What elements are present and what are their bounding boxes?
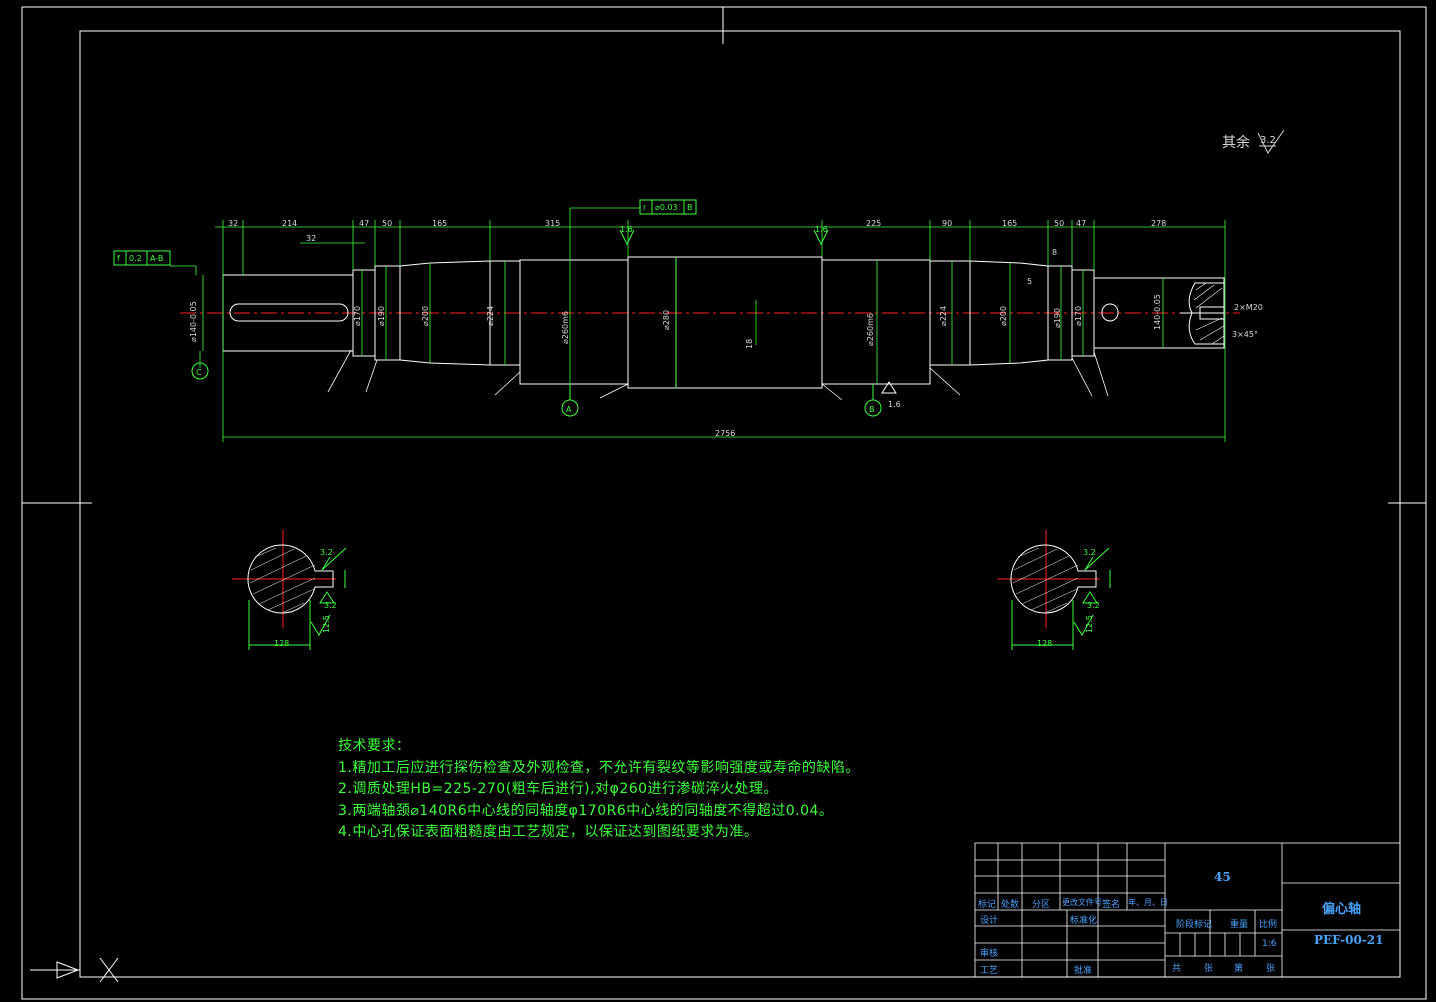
tol1-value: 0.2	[129, 254, 142, 263]
datum-markers	[191, 362, 882, 417]
dia-200-right: ⌀200	[999, 306, 1008, 326]
header-signature: 签名	[1102, 900, 1121, 910]
dia-224-left: ⌀224	[486, 306, 495, 326]
datum-b: B	[869, 405, 875, 414]
dim-165r: 165	[1002, 219, 1017, 228]
scale-value: 1:6	[1262, 939, 1277, 949]
roughness-note-value: 3.2	[1260, 135, 1276, 146]
row-design: 设计	[980, 916, 999, 926]
dim-47: 47	[359, 219, 369, 228]
drawing-frame	[79, 30, 1401, 978]
dia-200-left: ⌀200	[421, 306, 430, 326]
dia-260-left: ⌀260m6	[561, 311, 570, 344]
dim-90: 90	[942, 219, 952, 228]
section-right-r2: 3.2	[1087, 601, 1100, 610]
datum-c: C	[196, 368, 202, 377]
dia-170-right: ⌀170	[1074, 306, 1083, 326]
row-review: 审核	[980, 949, 999, 959]
section-view-left	[232, 530, 347, 650]
dim-50r: 50	[1054, 219, 1064, 228]
dim-278: 278	[1151, 219, 1166, 228]
part-name: 偏心轴	[1322, 902, 1362, 917]
dim-47r: 47	[1076, 219, 1086, 228]
dim-32: 32	[228, 219, 238, 228]
sheet-border	[21, 6, 1427, 1000]
tech-req-item-3: 3.两端轴颈⌀140R6中心线的同轴度φ170R6中心线的同轴度不得超过0.04…	[338, 802, 834, 819]
row-process: 工艺	[980, 966, 999, 976]
tech-req-heading: 技术要求：	[338, 738, 411, 754]
tech-req-item-4: 4.中心孔保证表面粗糙度由工艺规定，以保证达到图纸要求为准。	[338, 824, 759, 840]
dia-280: ⌀280	[662, 310, 671, 330]
eccentric-18: 18	[745, 339, 754, 349]
tolerance-frame-coaxiality: r ⌀0.03 B	[639, 199, 697, 215]
general-roughness-note: 其余 3.2	[1222, 129, 1285, 154]
dim-overall-length: 2756	[715, 429, 735, 438]
dim-chamfer: 3×45°	[1232, 330, 1258, 339]
roughness-note-label: 其余	[1222, 134, 1250, 151]
tol1-datum: A-B	[150, 254, 163, 263]
header-mark: 标记	[978, 900, 997, 910]
orientation-mark	[30, 957, 119, 983]
tech-req-item-1: 1.精加工后应进行探伤检查及外观检查，不允许有裂纹等影响强度或寿命的缺陷。	[338, 759, 860, 776]
section-right-r1: 3.2	[1083, 548, 1096, 557]
dia-140-right: 140-0.05	[1153, 294, 1162, 330]
dia-260-right: ⌀260m6	[866, 313, 875, 346]
roughness-3: 1.6	[888, 400, 901, 409]
technical-requirements: 技术要求： 1.精加工后应进行探伤检查及外观检查，不允许有裂纹等影响强度或寿命的…	[338, 736, 860, 844]
sheet-total: 共	[1172, 964, 1182, 974]
section-left-r3: 12.5	[322, 615, 331, 633]
tol1-symbol: f	[117, 254, 120, 263]
section-view-right	[997, 530, 1111, 650]
header-count: 处数	[1001, 900, 1020, 910]
section-left-r1: 3.2	[320, 548, 333, 557]
header-zone: 分区	[1032, 900, 1051, 910]
dim-5: 5	[1027, 277, 1032, 286]
roughness-symbols	[619, 229, 897, 394]
roughness-2: 1.6	[815, 225, 828, 234]
material-value: 45	[1214, 870, 1231, 884]
stage-label: 阶段标记	[1176, 920, 1213, 930]
header-date: 年、月、日	[1128, 898, 1168, 907]
dimension-texts: 32 214 32 47 50 165 315 225 90 165 50 47…	[189, 219, 1263, 438]
dim-165: 165	[432, 219, 447, 228]
scale-label: 比例	[1259, 920, 1278, 930]
tol2-value: ⌀0.03	[655, 203, 678, 212]
tech-req-item-2: 2.调质处理HB=225-270(粗车后进行),对φ260进行渗碳淬火处理。	[338, 781, 779, 797]
tol2-symbol: r	[643, 203, 647, 212]
dim-225: 225	[866, 219, 881, 228]
dia-190-right: ⌀190	[1053, 308, 1062, 328]
keyway-dim-right: 128	[1037, 639, 1052, 648]
title-block-grid	[974, 842, 1401, 978]
datum-a: A	[566, 405, 572, 414]
sheet-index-unit: 张	[1266, 964, 1276, 974]
dim-8: 8	[1052, 248, 1057, 257]
header-change-doc: 更改文件号	[1062, 898, 1102, 907]
dimension-lines	[170, 207, 1226, 442]
sheet-index: 第	[1234, 964, 1244, 974]
dim-32b: 32	[306, 234, 316, 243]
dim-315: 315	[545, 219, 560, 228]
dim-m20: 2×M20	[1234, 303, 1263, 312]
row-approve: 批准	[1074, 966, 1093, 976]
weight-label: 重量	[1230, 920, 1249, 930]
dia-190-left: ⌀190	[377, 306, 386, 326]
tol2-datum: B	[687, 203, 693, 212]
row-standard: 标准化	[1070, 916, 1098, 926]
dim-214: 214	[282, 219, 297, 228]
keyway-dim-left: 128	[274, 639, 289, 648]
drawing-number: PEF-00-21	[1314, 933, 1384, 947]
dia-140-left: ⌀140-0.05	[189, 301, 198, 342]
section-right-r3: 12.5	[1085, 615, 1094, 633]
tolerance-frame-runout: f 0.2 A-B	[113, 250, 171, 266]
sheet-total-unit: 张	[1204, 964, 1214, 974]
section-left-r2: 3.2	[324, 601, 337, 610]
dim-50: 50	[382, 219, 392, 228]
roughness-1: 1.6	[620, 225, 633, 234]
dia-224-right: ⌀224	[939, 306, 948, 326]
dia-170-left: ⌀170	[353, 306, 362, 326]
